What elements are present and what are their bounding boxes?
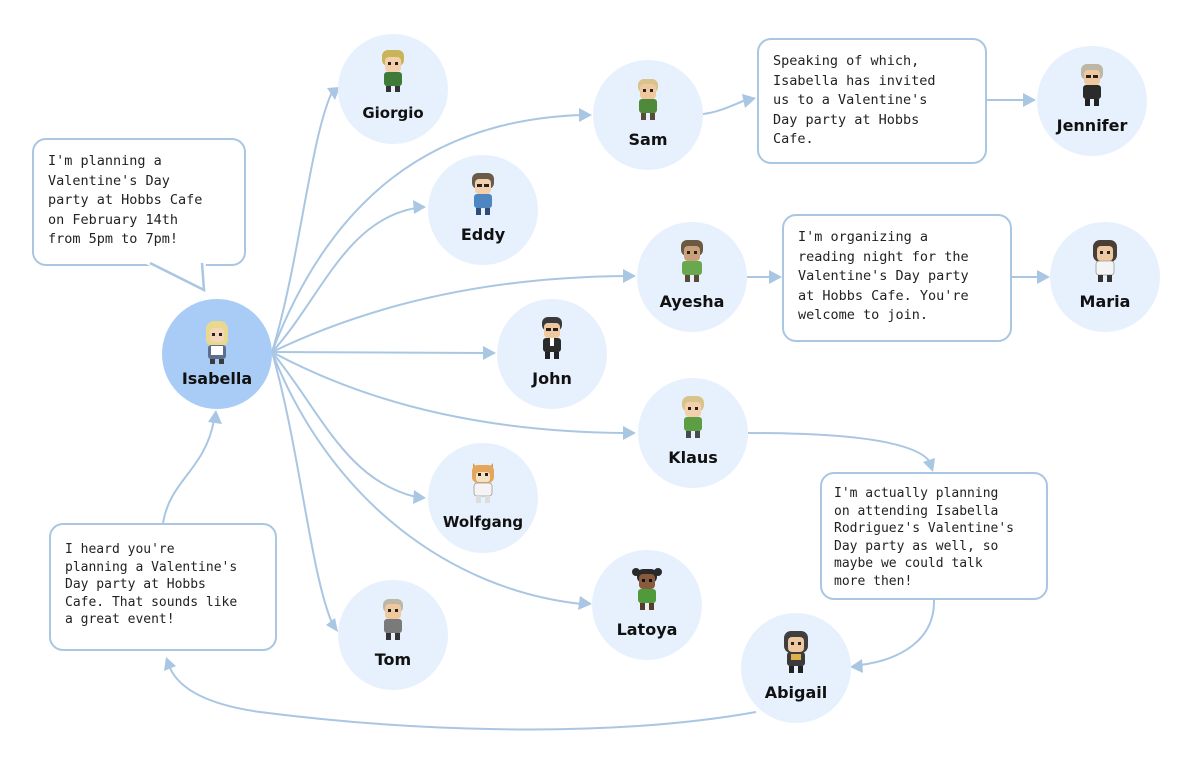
edge-sam-bubble [702, 94, 756, 115]
john-avatar-icon [542, 317, 562, 359]
node-john: John [497, 299, 607, 409]
edge-isabella-giorgio [271, 87, 340, 353]
node-label-klaus: Klaus [668, 448, 718, 467]
edge-isabella-klaus [271, 351, 636, 440]
speech-bubble-isabella: I'm planning a Valentine's Day party at … [32, 138, 246, 266]
speech-bubble-abigail: I heard you're planning a Valentine's Da… [49, 523, 277, 651]
edge-isabella-sam [271, 108, 592, 353]
ayesha-avatar-icon [681, 240, 703, 282]
maria-avatar-icon [1093, 240, 1117, 282]
node-latoya: Latoya [592, 550, 702, 660]
edge-isabella-latoya [271, 351, 592, 610]
speech-bubble-sam: Speaking of which, Isabella has invited … [757, 38, 987, 164]
node-klaus: Klaus [638, 378, 748, 488]
edge-bubble-isabella [162, 410, 222, 524]
node-isabella: Isabella [162, 299, 272, 409]
edge-klaus-bubble [747, 432, 935, 472]
edge-bubble-jennifer [987, 93, 1036, 107]
giorgio-avatar-icon [382, 50, 404, 92]
speech-bubble-klaus: I'm actually planning on attending Isabe… [820, 472, 1048, 600]
node-eddy: Eddy [428, 155, 538, 265]
node-tom: Tom [338, 580, 448, 690]
klaus-avatar-icon [682, 396, 704, 438]
node-sam: Sam [593, 60, 703, 170]
node-label-abigail: Abigail [764, 683, 828, 702]
edge-bubble-maria [1012, 270, 1050, 284]
eddy-avatar-icon [472, 173, 494, 215]
edge-isabella-ayesha [271, 269, 636, 353]
node-maria: Maria [1050, 222, 1160, 332]
node-label-latoya: Latoya [616, 620, 678, 639]
node-giorgio: Giorgio [338, 34, 448, 144]
node-label-isabella: Isabella [181, 369, 253, 388]
node-label-eddy: Eddy [460, 225, 506, 244]
edge-bubble-abigail [850, 599, 936, 673]
edge-isabella-tom [271, 351, 338, 632]
edge-isabella-eddy [271, 200, 426, 353]
node-wolfgang: Wolfgang [428, 443, 538, 553]
node-label-wolfgang: Wolfgang [442, 513, 524, 531]
speech-bubble-ayesha: I'm organizing a reading night for the V… [782, 214, 1012, 342]
tom-avatar-icon [383, 599, 403, 640]
isabella-avatar-icon [206, 321, 228, 364]
jennifer-avatar-icon [1081, 64, 1103, 106]
speech-bubble-tail [142, 262, 206, 293]
node-label-tom: Tom [374, 650, 412, 669]
edge-isabella-wolfgang [271, 351, 426, 504]
node-label-sam: Sam [628, 130, 668, 149]
node-jennifer: Jennifer [1037, 46, 1147, 156]
node-label-giorgio: Giorgio [362, 104, 424, 122]
node-label-maria: Maria [1079, 292, 1131, 311]
edge-isabella-john [271, 346, 496, 360]
wolfgang-avatar-icon [472, 463, 494, 503]
node-abigail: Abigail [741, 613, 851, 723]
node-ayesha: Ayesha [637, 222, 747, 332]
node-label-ayesha: Ayesha [659, 292, 725, 311]
node-label-jennifer: Jennifer [1056, 116, 1128, 135]
edge-abigail-bubble [164, 657, 757, 731]
latoya-avatar-icon [632, 568, 662, 610]
node-label-john: John [532, 369, 572, 388]
edge-ayesha-bubble [746, 270, 782, 284]
abigail-avatar-icon [784, 631, 808, 673]
sam-avatar-icon [638, 79, 658, 120]
